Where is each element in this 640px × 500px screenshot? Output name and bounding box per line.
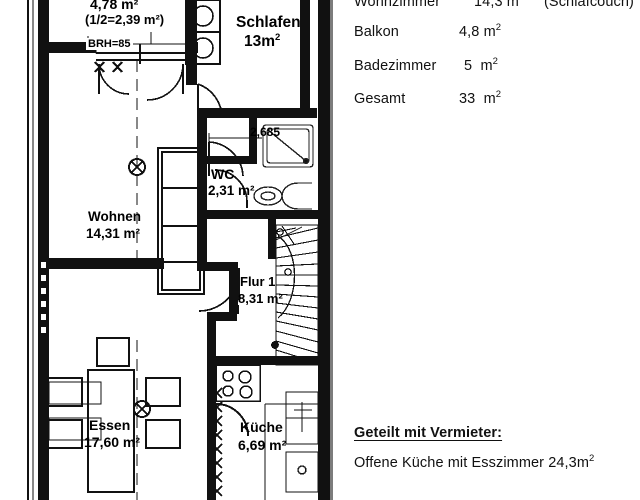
floor-plan-svg — [27, 0, 333, 500]
area-row-gesamt-number: 33 — [459, 91, 476, 107]
area-row-gesamt-label: Gesamt — [354, 91, 406, 107]
bedroom-door — [196, 83, 223, 119]
shared-line-sup: 2 — [589, 453, 595, 465]
area-row-wohnzimmer-note: (Schlafcouch) — [544, 0, 634, 10]
kitchen-name-label: Küche — [240, 419, 283, 435]
area-row-balkon: Balkon 4,8 m2 — [354, 23, 501, 40]
kitchen-area-label: 6,69 m² — [238, 437, 287, 453]
hallway-area-label: 8,31 m² — [238, 291, 283, 306]
bedroom-area-value: 13m — [244, 33, 276, 50]
area-row-gesamt-value: 33 m2 — [459, 89, 502, 107]
area-row-wohnzimmer-label: Wohnzimmer — [354, 0, 441, 10]
bedroom-area-label: 13m2 — [244, 33, 280, 51]
hatched-wall-kitchen — [211, 387, 223, 497]
outer-boundary-line — [27, 0, 34, 500]
area-row-badezimmer-label: Badezimmer — [354, 58, 437, 74]
toilet-and-sink — [253, 182, 312, 210]
area-row-gesamt-sup: 2 — [495, 89, 502, 101]
area-row-badezimmer-sup: 2 — [492, 56, 499, 68]
hallway-name-label: Flur 1 — [240, 274, 276, 289]
area-row-balkon-unit: m — [483, 24, 496, 40]
wc-name-label: WC — [211, 166, 235, 182]
floor-plan-drawing: 4,78 m² (1/2=2,39 m²) BRH=85 Schlafen 13… — [27, 0, 333, 500]
window-left-lower — [48, 381, 102, 441]
wc-door — [207, 141, 248, 208]
sofa — [157, 147, 205, 295]
area-row-balkon-label: Balkon — [354, 24, 399, 40]
area-row-badezimmer-number: 5 — [464, 58, 473, 74]
balcony-area-label: 4,78 m² — [90, 0, 139, 12]
area-row-wohnzimmer-number: 14,3 — [474, 0, 503, 10]
dining-set — [47, 337, 181, 493]
bedroom-name-label: Schlafen — [236, 14, 301, 31]
kitchen-fixtures — [214, 364, 319, 500]
areas-text-panel: Wohnzimmer 14,3 m2 (Schlafcouch) Balkon … — [340, 0, 640, 500]
staircase — [271, 224, 319, 366]
shower-tray — [262, 124, 314, 168]
area-row-gesamt-unit: m — [483, 91, 496, 107]
dining-area-label: 17,60 m² — [84, 434, 141, 450]
area-row-wohnzimmer-value: 14,3 m2 — [474, 0, 524, 10]
area-row-wohnzimmer-unit: m — [506, 0, 519, 10]
window-marks-left — [41, 262, 46, 333]
area-row-gesamt: Gesamt 33 m2 — [354, 90, 501, 107]
bedroom-area-sup: 2 — [275, 31, 281, 43]
area-row-badezimmer-unit: m — [480, 58, 493, 74]
shared-heading: Geteilt mit Vermieter: — [354, 425, 503, 441]
balcony-french-doors — [94, 43, 187, 101]
brh-annotation: BRH=85 — [86, 38, 133, 50]
stove-top-appliance — [185, 0, 221, 65]
dining-name-label: Essen — [89, 417, 131, 433]
area-row-wohnzimmer-sup: 2 — [519, 0, 524, 3]
livingroom-name-label: Wohnen — [88, 209, 141, 224]
area-row-wohnzimmer: Wohnzimmer 14,3 m2 (Schlafcouch) — [354, 0, 634, 10]
shared-line: Offene Küche mit Esszimmer 24,3m2 — [354, 453, 595, 471]
shared-line-text: Offene Küche mit Esszimmer 24,3m — [354, 455, 590, 471]
wc-area-label: 2,31 m² — [208, 183, 255, 198]
livingroom-area-label: 14,31 m² — [86, 226, 141, 241]
corridor-door — [198, 268, 241, 312]
dimension-line-2685 — [208, 133, 262, 143]
dimension-label-2685: 2,685 — [250, 125, 281, 139]
area-row-balkon-value: 4,8 m2 — [459, 22, 502, 40]
area-row-badezimmer: Badezimmer 5 m2 — [354, 57, 498, 74]
area-row-balkon-sup: 2 — [495, 22, 502, 34]
walls — [38, 0, 333, 500]
area-row-badezimmer-value: 5 m2 — [464, 56, 499, 74]
balcony-half-area-label: (1/2=2,39 m²) — [85, 12, 165, 27]
area-row-balkon-number: 4,8 — [459, 24, 480, 40]
